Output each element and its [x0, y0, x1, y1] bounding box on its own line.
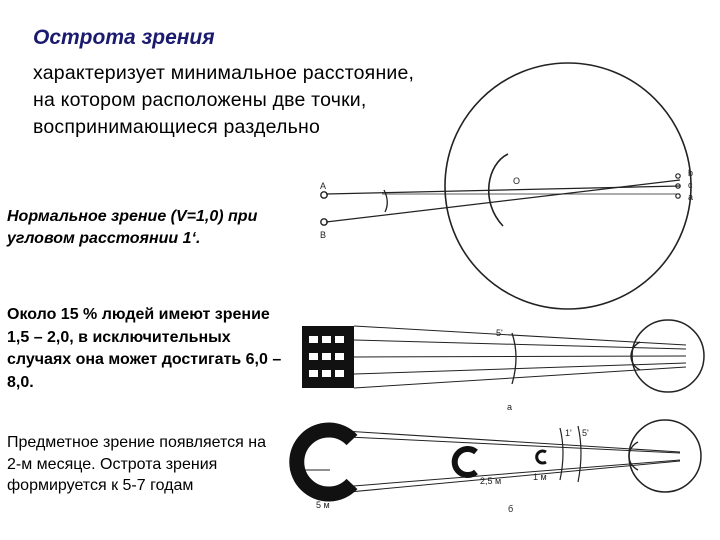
angle-5-label: 5'	[582, 428, 589, 438]
label-point-a: A	[320, 181, 326, 191]
label-retina-c: c	[688, 180, 693, 190]
rings-caption: б	[508, 504, 513, 514]
normal-vision-note: Нормальное зрение (V=1,0) при угловом ра…	[7, 208, 258, 247]
label-center: O	[513, 176, 520, 186]
chart-caption: a	[507, 402, 512, 412]
label-retina-b: b	[688, 168, 693, 178]
chart-cornea	[630, 341, 641, 371]
point-b	[320, 218, 328, 226]
distance-1m: 1 м	[533, 472, 547, 482]
eyeball-circle	[444, 62, 692, 310]
retina-dot-b	[675, 173, 681, 179]
ray-a	[325, 185, 681, 195]
rings-cornea	[628, 441, 639, 471]
distance-5m: 5 м	[316, 500, 330, 510]
intro-text: характеризует минимальное расстояние, на…	[33, 62, 415, 138]
label-retina-a: a	[688, 192, 693, 202]
chart-diagram: 5' a	[302, 319, 705, 412]
chart-eyeball	[631, 319, 705, 393]
ray-b	[325, 179, 681, 223]
chart-angle-arc	[511, 332, 517, 385]
landolt-ring-large	[289, 422, 358, 502]
cornea-bulge	[487, 153, 509, 227]
chart-angle-label: 5'	[496, 328, 503, 338]
percent-vision-note: Около 15 % людей имеют зрение 1,5 – 2,0,…	[7, 306, 282, 391]
slide-title: Острота зрения	[33, 26, 215, 49]
landolt-ring-medium	[451, 446, 478, 478]
angle-1-label: 1'	[565, 428, 572, 438]
eye-diagram	[320, 62, 692, 310]
retina-dot-a	[675, 193, 681, 199]
distance-2-5m: 2,5 м	[480, 476, 501, 486]
objective-vision-note: Предметное зрение появляется на 2-м меся…	[7, 434, 267, 494]
rings-diagram: 5 м 2,5 м 1 м 1' 5' б	[289, 419, 702, 514]
retina-dot-c	[675, 183, 681, 189]
point-a	[320, 191, 328, 199]
label-point-b: B	[320, 230, 326, 240]
rings-eyeball	[628, 419, 702, 493]
landolt-ring-small	[535, 449, 547, 465]
angle-arc	[383, 189, 388, 213]
